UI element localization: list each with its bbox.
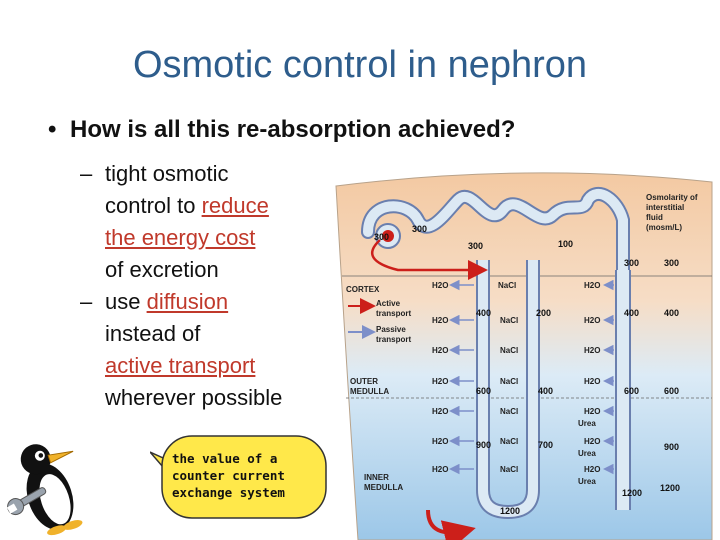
salt-label: NaCl — [500, 316, 518, 325]
scale-400: 400 — [664, 308, 679, 318]
sub-bullet-fragment: control to — [105, 193, 202, 218]
salt-label: NaCl — [498, 281, 516, 290]
osmolarity-title-4: (mosm/L) — [646, 223, 682, 232]
water-label: H2O — [432, 316, 448, 325]
water-label: H2O — [432, 281, 448, 290]
bubble-line: exchange system — [172, 484, 322, 501]
sub-bullet-line: the energy cost — [105, 222, 269, 254]
value-100: 100 — [558, 239, 573, 249]
sub-bullet-line: of excretion — [105, 254, 269, 286]
water-label: H2O — [584, 465, 600, 474]
urea-label: Urea — [578, 419, 596, 428]
water-label: H2O — [432, 465, 448, 474]
bubble-line: the value of a — [172, 450, 322, 467]
zone-outer-2: MEDULLA — [350, 387, 389, 396]
water-label: H2O — [584, 346, 600, 355]
salt-label: NaCl — [500, 346, 518, 355]
value-700: 700 — [538, 440, 553, 450]
sub-bullet-line: control to reduce — [105, 190, 269, 222]
water-label: H2O — [432, 407, 448, 416]
legend-active-2: transport — [376, 309, 411, 318]
zone-inner-1: INNER — [364, 473, 389, 482]
salt-label: NaCl — [500, 407, 518, 416]
legend-passive-2: transport — [376, 335, 411, 344]
value-200: 200 — [536, 308, 551, 318]
value-300a: 300 — [412, 224, 427, 234]
dash-icon: – — [80, 286, 92, 318]
water-label: H2O — [432, 437, 448, 446]
urea-label: Urea — [578, 477, 596, 486]
penguin-icon — [6, 430, 96, 540]
scale-900: 900 — [664, 442, 679, 452]
speech-bubble-text: the value of a counter current exchange … — [172, 450, 322, 501]
value-1200b: 1200 — [622, 488, 642, 498]
salt-label: NaCl — [500, 377, 518, 386]
value-600a: 600 — [476, 386, 491, 396]
bullet-dot-icon: • — [48, 116, 70, 144]
link-active-transport[interactable]: active transport — [105, 353, 255, 378]
sub-bullet-diffusion: – use diffusion instead of active transp… — [80, 286, 282, 414]
scale-1200: 1200 — [660, 483, 680, 493]
sub-bullet-fragment: use — [105, 289, 147, 314]
water-label: H2O — [584, 281, 600, 290]
salt-label: NaCl — [500, 437, 518, 446]
link-energy-cost[interactable]: the energy cost — [105, 225, 255, 250]
value-400c: 400 — [538, 386, 553, 396]
legend-active-1: Active — [376, 299, 401, 308]
link-reduce[interactable]: reduce — [202, 193, 269, 218]
value-400a: 400 — [476, 308, 491, 318]
sub-bullet-line: use diffusion — [105, 286, 282, 318]
sub-bullet-energy: – tight osmotic control to reduce the en… — [80, 158, 269, 286]
value-300b: 300 — [374, 232, 389, 242]
urea-label: Urea — [578, 449, 596, 458]
water-label: H2O — [432, 377, 448, 386]
value-300d: 300 — [624, 258, 639, 268]
slide-title: Osmotic control in nephron — [0, 44, 720, 87]
sub-bullet-line: tight osmotic — [105, 158, 269, 190]
water-label: H2O — [584, 407, 600, 416]
dash-icon: – — [80, 158, 92, 190]
sub-bullet-line: active transport — [105, 350, 282, 382]
legend-passive-1: Passive — [376, 325, 406, 334]
water-label: H2O — [432, 346, 448, 355]
main-bullet-text: How is all this re-absorption achieved? — [70, 116, 515, 143]
zone-outer-1: OUTER — [350, 377, 378, 386]
nephron-diagram: Osmolarity of interstitial fluid (mosm/L… — [328, 160, 720, 540]
salt-label: NaCl — [500, 465, 518, 474]
osmolarity-title-1: Osmolarity of — [646, 193, 698, 202]
water-label: H2O — [584, 377, 600, 386]
value-300c: 300 — [468, 241, 483, 251]
water-label: H2O — [584, 437, 600, 446]
water-label: H2O — [584, 316, 600, 325]
link-diffusion[interactable]: diffusion — [147, 289, 229, 314]
osmolarity-title-3: fluid — [646, 213, 663, 222]
sub-bullet-line: instead of — [105, 318, 282, 350]
scale-600: 600 — [664, 386, 679, 396]
osmolarity-title-2: interstitial — [646, 203, 684, 212]
main-bullet: •How is all this re-absorption achieved? — [48, 116, 515, 144]
scale-300: 300 — [664, 258, 679, 268]
value-900: 900 — [476, 440, 491, 450]
value-600b: 600 — [624, 386, 639, 396]
sub-bullet-line: wherever possible — [105, 382, 282, 414]
value-400b: 400 — [624, 308, 639, 318]
zone-inner-2: MEDULLA — [364, 483, 403, 492]
zone-cortex: CORTEX — [346, 285, 380, 294]
bubble-line: counter current — [172, 467, 322, 484]
value-1200a: 1200 — [500, 506, 520, 516]
